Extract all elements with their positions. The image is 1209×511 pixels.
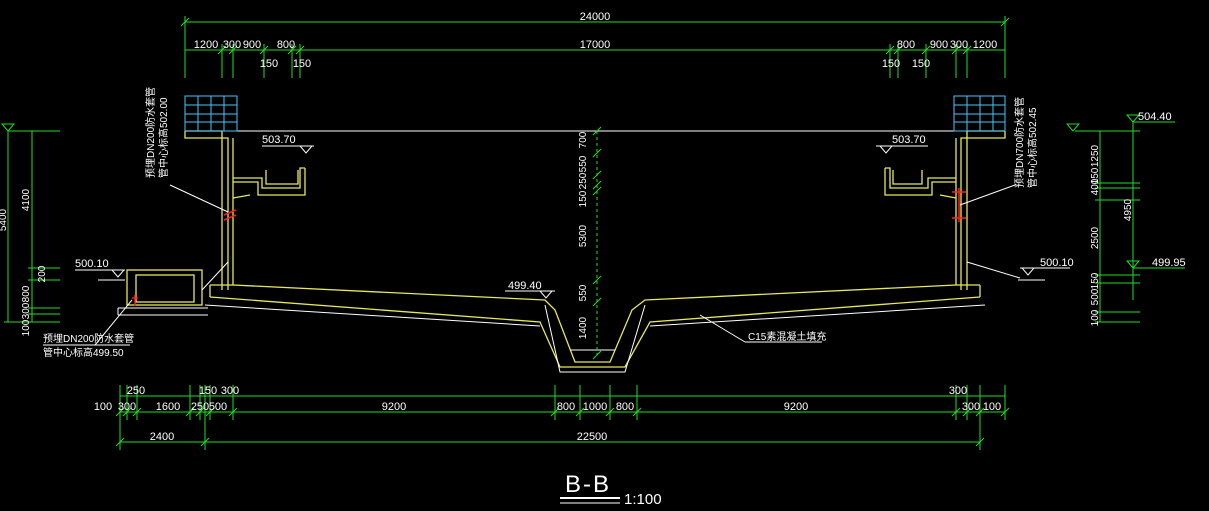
- dim-left-800: 800: [21, 285, 32, 302]
- note-pipe-right-top-elev: 管中心标高502.45: [1026, 107, 1039, 188]
- elev-ground-left: 500.10: [75, 258, 109, 270]
- pipe-sleeve-right-top: [952, 188, 966, 222]
- dim-bottom-r2-9200b: 9200: [784, 401, 808, 413]
- dim-bottom-r2-9200a: 9200: [382, 401, 406, 413]
- bottom-dimension-lines: [115, 385, 1010, 450]
- dim-right-150b: 150: [1090, 272, 1101, 289]
- section-scale: 1:100: [624, 491, 662, 508]
- dim-right-total: 4950: [1123, 198, 1134, 221]
- dim-bottom-r1-300a: 300: [221, 385, 239, 397]
- note-pipe-left-low: 预埋DN200防水套管: [43, 332, 134, 345]
- pipe-sleeve-left-low: [132, 295, 138, 306]
- dim-center-150: 150: [578, 190, 589, 207]
- elev-top-right: 504.40: [1138, 111, 1172, 123]
- dim-top-right-4: 1200: [973, 39, 997, 51]
- center-dimension-line: [592, 126, 602, 360]
- dim-overall-width: 24000: [580, 11, 611, 23]
- dim-bottom-r2-1000: 1000: [583, 401, 607, 413]
- note-pipe-right-top: 预埋DN700防水套管: [1013, 97, 1026, 188]
- dim-left-100: 100: [21, 319, 32, 336]
- left-side-dims: [0, 123, 60, 323]
- dim-top-right-1: 800: [897, 39, 915, 51]
- dim-bottom-r2-800b: 800: [616, 401, 634, 413]
- right-side-dims: [1065, 114, 1185, 323]
- dim-right-1250: 1250: [1090, 144, 1101, 167]
- dim-bottom-r2-300a: 300: [118, 401, 136, 413]
- elev-ground-right: 500.10: [1040, 257, 1074, 269]
- dim-left-300: 300: [21, 302, 32, 319]
- dim-bottom-r2-300b: 300: [962, 401, 980, 413]
- elev-launder-left: 503.70: [262, 134, 296, 146]
- dim-bottom-r2-800a: 800: [557, 401, 575, 413]
- dim-center-550a: 550: [578, 155, 589, 172]
- dim-right-2500: 2500: [1090, 226, 1101, 249]
- elev-bottom-center: 499.40: [508, 280, 542, 292]
- dim-top-left-4: 800: [277, 39, 295, 51]
- dim-inner-width: 17000: [580, 39, 611, 51]
- top-dimension-lines: [180, 16, 1010, 78]
- elev-outlet-right: 499.95: [1152, 257, 1186, 269]
- dim-top-sub-150-b: 150: [293, 58, 311, 70]
- note-pipe-left-low-elev: 管中心标高499.50: [43, 346, 124, 359]
- dim-center-5300: 5300: [578, 224, 589, 247]
- note-pipe-left-top-elev: 管中心标高502.00: [157, 97, 170, 178]
- dim-bottom-r2-250: 250: [191, 401, 209, 413]
- section-title: B-B: [565, 471, 611, 498]
- dim-top-left-1: 1200: [194, 39, 218, 51]
- note-pipe-left-top: 预埋DN200防水套管: [144, 87, 157, 178]
- dim-top-sub-150-d: 150: [912, 58, 930, 70]
- dim-top-left-2: 300: [223, 39, 241, 51]
- dim-top-left-3: 900: [243, 39, 261, 51]
- dim-left-4100: 4100: [21, 188, 32, 211]
- dim-center-1400: 1400: [578, 316, 589, 339]
- dim-bottom-r2-1600: 1600: [156, 401, 180, 413]
- elev-launder-right: 503.70: [892, 134, 926, 146]
- dim-top-sub-150-a: 150: [260, 58, 278, 70]
- dim-left-total: 5400: [0, 208, 9, 231]
- railing-right: [953, 95, 1006, 132]
- dim-center-250: 250: [578, 172, 589, 189]
- dim-bottom-r3-2400: 2400: [150, 431, 174, 443]
- pipe-sleeve-left-top: [223, 209, 237, 221]
- dim-bottom-r2-100a: 100: [94, 401, 112, 413]
- dim-top-right-2: 900: [930, 39, 948, 51]
- dim-bottom-r2-500: 500: [209, 401, 227, 413]
- dim-top-sub-150-c: 150: [882, 58, 900, 70]
- dim-top-right-3: 300: [950, 39, 968, 51]
- dim-right-100: 100: [1090, 309, 1101, 326]
- railing-left: [184, 95, 238, 132]
- dim-bottom-r1-150: 150: [199, 385, 217, 397]
- note-fill: C15素混凝土填充: [748, 330, 826, 343]
- dim-right-150a: 150: [1090, 167, 1101, 184]
- dim-right-400: 400: [1090, 178, 1101, 195]
- elevation-markers: [75, 145, 1070, 343]
- dim-bottom-r3-22500: 22500: [577, 431, 608, 443]
- dim-center-550b: 550: [578, 284, 589, 301]
- dim-bottom-r1-250: 250: [127, 385, 145, 397]
- dim-left-200: 200: [37, 265, 48, 282]
- dim-bottom-r1-300b: 300: [949, 385, 967, 397]
- tank-structure: [117, 130, 1021, 373]
- dim-right-500: 500: [1090, 288, 1101, 305]
- dim-bottom-r2-100b: 100: [983, 401, 1001, 413]
- dim-center-700: 700: [578, 131, 589, 148]
